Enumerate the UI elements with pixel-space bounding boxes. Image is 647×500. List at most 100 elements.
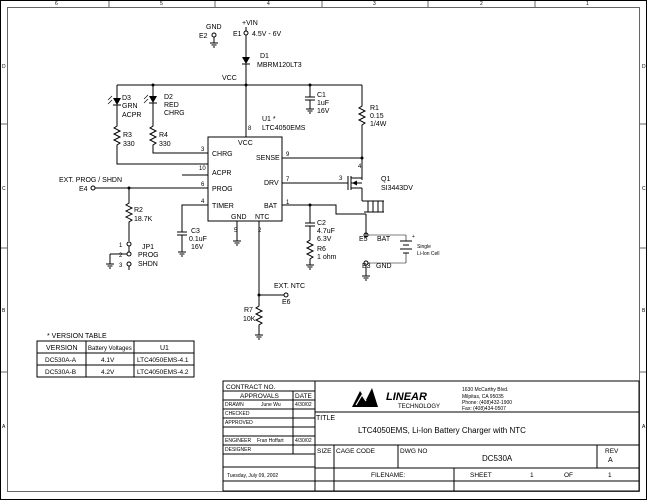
prog-net: EXT. PROG / SHDN E4 xyxy=(59,174,208,193)
e2-label: E2 xyxy=(199,33,208,40)
gnd-terminal-e3: E3 GND xyxy=(362,260,392,281)
svg-text:16V: 16V xyxy=(317,108,330,115)
version-table-title: * VERSION TABLE xyxy=(47,333,107,340)
sheet-number: 1 xyxy=(530,472,534,479)
svg-text:3: 3 xyxy=(119,263,123,269)
e4-label: E4 xyxy=(79,186,88,193)
col-label: 5 xyxy=(160,1,163,7)
svg-text:7: 7 xyxy=(286,177,290,183)
svg-text:R1: R1 xyxy=(370,105,379,112)
svg-text:NTC: NTC xyxy=(255,214,269,221)
col-label: 3 xyxy=(373,1,376,7)
th-u1: U1 xyxy=(160,345,169,352)
svg-text:Single: Single xyxy=(417,244,431,250)
svg-text:Li-Ion Cell: Li-Ion Cell xyxy=(417,251,440,257)
svg-text:CHRG: CHRG xyxy=(212,151,233,158)
svg-text:1/4W: 1/4W xyxy=(370,121,387,128)
approvals: APPROVALS xyxy=(240,393,280,400)
svg-text:16V: 16V xyxy=(191,244,204,251)
svg-text:APPROVED: APPROVED xyxy=(225,420,253,426)
svg-text:C2: C2 xyxy=(317,220,326,227)
vcc-label: VCC xyxy=(222,75,237,82)
svg-text:R2: R2 xyxy=(134,207,143,214)
table-cell: DC530A-B xyxy=(45,369,76,376)
svg-text:4.7uF: 4.7uF xyxy=(317,228,335,235)
svg-text:C1: C1 xyxy=(317,92,326,99)
svg-text:JP1: JP1 xyxy=(142,244,154,251)
svg-text:4: 4 xyxy=(358,164,362,170)
engineer-name: Fran Hoffart xyxy=(257,438,284,444)
drawn-name: June Wu xyxy=(261,402,281,408)
table-cell: 4.1V xyxy=(101,357,115,364)
logo-linear: LINEAR xyxy=(386,391,427,403)
svg-text:C3: C3 xyxy=(191,228,200,235)
bat-net: E5 BAT xyxy=(282,203,407,243)
svg-text:9: 9 xyxy=(286,152,290,158)
phone-line: Phone: (408)432-1900 xyxy=(462,400,512,406)
resistor-r2: R2 18.7K xyxy=(124,188,153,241)
col-label: 6 xyxy=(55,1,58,7)
svg-text:SI3443DV: SI3443DV xyxy=(381,185,413,192)
date-header: DATE xyxy=(295,393,313,400)
svg-text:GRN: GRN xyxy=(122,103,138,110)
svg-text:DESIGNER: DESIGNER xyxy=(225,447,252,453)
ntc-net: EXT. NTC E6 xyxy=(257,221,305,306)
svg-text:2: 2 xyxy=(258,228,262,234)
mosfet-q1: 3 4 Q1 SI3443DV xyxy=(282,164,413,213)
gnd-terminal-e2: GND E2 xyxy=(199,24,222,48)
svg-text:+: + xyxy=(412,234,415,240)
svg-text:R3: R3 xyxy=(123,132,132,139)
svg-text:0.1uF: 0.1uF xyxy=(189,236,207,243)
gnd2-label: GND xyxy=(376,263,392,270)
col-label: 4 xyxy=(267,1,270,7)
rev-value: A xyxy=(608,457,613,464)
ext-prog-label: EXT. PROG / SHDN xyxy=(59,177,122,184)
row-label: B xyxy=(642,308,646,314)
svg-text:6: 6 xyxy=(201,182,205,188)
linear-technology-logo: LINEAR TECHNOLOGY xyxy=(352,388,440,410)
resistor-r7: R7 10K xyxy=(243,303,264,340)
u1-part: LTC4050EMS xyxy=(262,125,306,132)
th-version: VERSION xyxy=(46,345,78,352)
row-label: A xyxy=(642,424,646,430)
row-label: C xyxy=(642,186,646,192)
led-d3: D3 GRN ACPR xyxy=(107,85,141,119)
svg-text:PROG: PROG xyxy=(212,186,233,193)
logo-technology: TECHNOLOGY xyxy=(398,404,440,410)
svg-text:SIZE: SIZE xyxy=(317,448,332,455)
e1-label: E1 xyxy=(233,31,242,38)
svg-text:R4: R4 xyxy=(159,132,168,139)
filename-label: FILENAME: xyxy=(371,472,406,479)
table-cell: LTC4050EMS-4.2 xyxy=(137,369,189,376)
e5-label: E5 xyxy=(359,236,368,243)
vin-range: 4.5V - 6V xyxy=(252,31,282,38)
svg-text:R6: R6 xyxy=(317,246,326,253)
svg-text:3: 3 xyxy=(201,147,205,153)
svg-text:5: 5 xyxy=(234,228,238,234)
svg-text:1uF: 1uF xyxy=(317,100,329,107)
svg-text:CAGE CODE: CAGE CODE xyxy=(336,448,376,455)
svg-text:CHRG: CHRG xyxy=(164,110,185,117)
sheet-total: 1 xyxy=(608,472,612,479)
address-line: Milpitas, CA 95035 xyxy=(462,394,504,400)
svg-text:RED: RED xyxy=(164,102,179,109)
u1-ref: U1 * xyxy=(262,116,276,123)
th-battery: Battery Voltages xyxy=(88,346,132,352)
vin-label: +VIN xyxy=(242,20,258,27)
vin-terminal-e1: +VIN E1 4.5V - 6V xyxy=(233,20,282,57)
capacitor-c1: C1 1uF 16V xyxy=(305,85,330,115)
svg-text:ACPR: ACPR xyxy=(122,112,141,119)
svg-text:8: 8 xyxy=(248,126,252,132)
svg-text:10K: 10K xyxy=(243,316,256,323)
svg-text:BAT: BAT xyxy=(264,203,278,210)
svg-text:SHEET: SHEET xyxy=(470,472,492,479)
vcc-bus: VCC xyxy=(117,64,362,128)
svg-text:DRAWN: DRAWN xyxy=(225,402,244,408)
svg-text:DRV: DRV xyxy=(264,180,279,187)
row-label: A xyxy=(2,424,6,430)
svg-text:18.7K: 18.7K xyxy=(134,216,153,223)
svg-text:1 ohm: 1 ohm xyxy=(317,254,337,261)
svg-text:PROG: PROG xyxy=(138,252,159,259)
